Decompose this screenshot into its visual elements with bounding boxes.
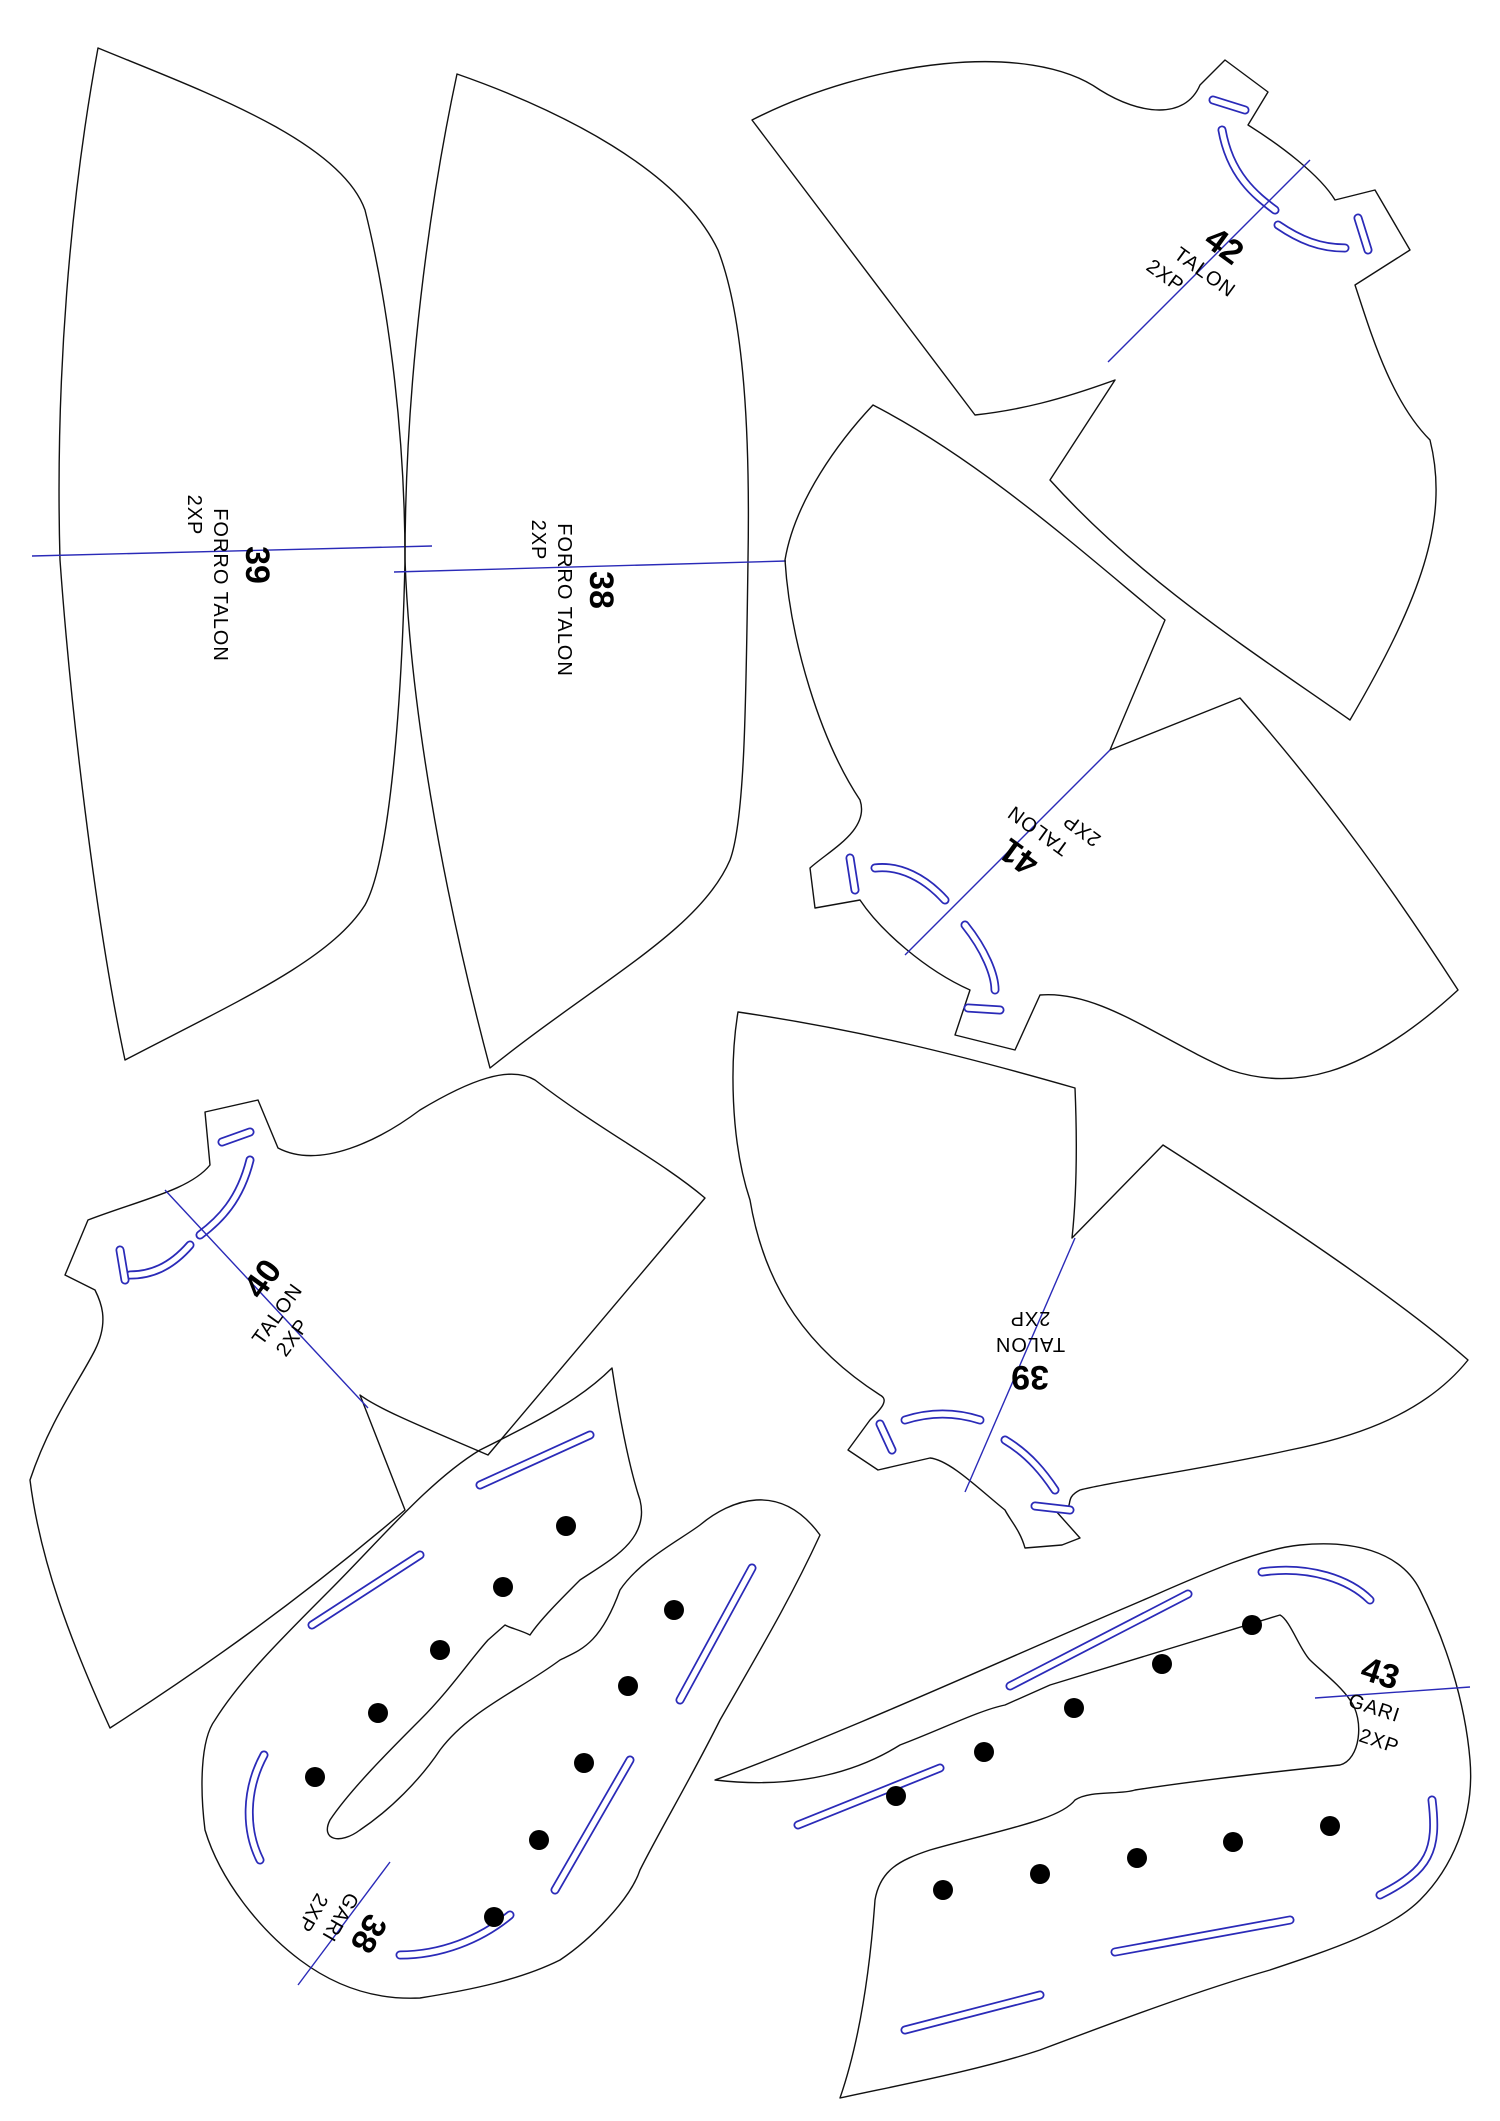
piece-outline: [58, 47, 406, 1061]
piece-number: 39: [238, 546, 276, 584]
piece-quantity: 2XP: [1356, 1725, 1402, 1759]
piece-number: 39: [1011, 1358, 1049, 1396]
piece-outline: [732, 1011, 1469, 1549]
piece-quantity: 2XP: [527, 520, 549, 561]
piece-quantity: 2XP: [183, 495, 205, 536]
eyelet-hole: [1064, 1698, 1084, 1718]
piece-outline: [29, 1073, 706, 1729]
eyelet-hole: [1242, 1615, 1262, 1635]
stitch-slot: [195, 1155, 255, 1240]
grainline: [31, 545, 433, 557]
piece-talon-41: 41 TALON 2XP: [784, 404, 1459, 1080]
piece-gari-43: 43 GARI 2XP: [714, 1543, 1472, 2099]
grainline: [297, 1861, 391, 1986]
piece-outline: [201, 1367, 821, 1999]
piece-outline: [751, 59, 1437, 721]
eyelet-hole: [1152, 1654, 1172, 1674]
piece-name: FORRO TALON: [209, 508, 231, 662]
eyelet-hole: [1223, 1832, 1243, 1852]
piece-name: GARI: [1346, 1690, 1403, 1727]
eyelet-hole: [974, 1742, 994, 1762]
eyelet-hole: [1320, 1816, 1340, 1836]
stitch-slot: [1217, 125, 1280, 215]
eyelet-hole: [664, 1600, 684, 1620]
piece-outline: [784, 404, 1459, 1080]
piece-gari-38: 38 GARI 2XP: [201, 1367, 821, 1999]
eyelet-hole: [430, 1640, 450, 1660]
eyelet-hole: [484, 1907, 504, 1927]
eyelet-hole: [368, 1703, 388, 1723]
piece-name: TALON: [995, 1333, 1065, 1355]
piece-forro-talon-39: 39 FORRO TALON 2XP: [31, 47, 433, 1061]
grainline: [904, 749, 1111, 956]
grainline: [964, 1237, 1076, 1493]
piece-talon-39: 39 TALON 2XP: [732, 1011, 1469, 1549]
eyelet-hole: [933, 1880, 953, 1900]
piece-outline: [714, 1543, 1472, 2099]
eyelet-hole: [618, 1676, 638, 1696]
piece-number: 43: [1356, 1650, 1404, 1698]
grainline: [1314, 1686, 1471, 1699]
piece-forro-talon-38: 38 FORRO TALON 2XP: [393, 73, 787, 1069]
eyelet-hole: [493, 1577, 513, 1597]
eyelet-hole: [305, 1767, 325, 1787]
eyelet-hole: [556, 1516, 576, 1536]
piece-outline: [404, 73, 750, 1069]
grainline: [164, 1189, 369, 1409]
grainline: [393, 560, 787, 573]
grainline: [1107, 159, 1311, 363]
eyelet-hole: [529, 1830, 549, 1850]
eyelet-hole: [1127, 1848, 1147, 1868]
piece-quantity: 2XP: [1010, 1307, 1051, 1329]
eyelet-hole: [574, 1753, 594, 1773]
piece-name: FORRO TALON: [553, 523, 575, 677]
piece-talon-40: 40 TALON 2XP: [29, 1073, 706, 1729]
piece-number: 38: [582, 571, 620, 609]
piece-talon-42: 42 TALON 2XP: [751, 59, 1437, 721]
eyelet-hole: [1030, 1864, 1050, 1884]
eyelet-hole: [886, 1786, 906, 1806]
